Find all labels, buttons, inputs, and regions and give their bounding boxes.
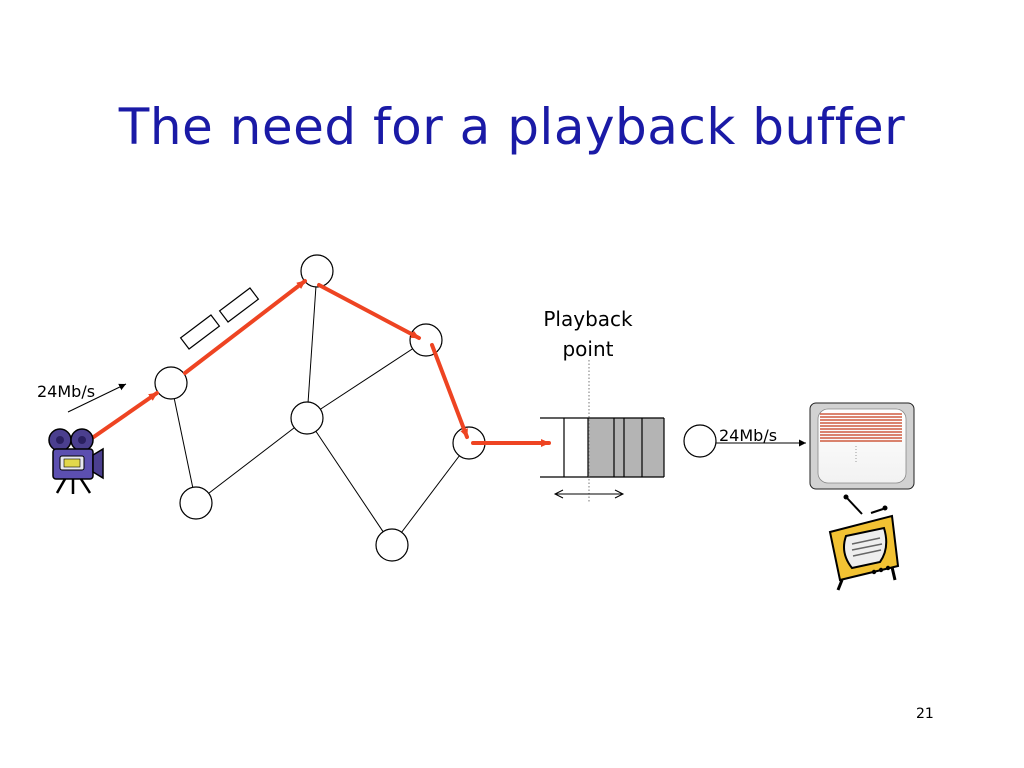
tv-screen-icon xyxy=(809,402,915,490)
playback-point-label-line1: Playback xyxy=(543,307,633,331)
router-node xyxy=(375,528,409,562)
router-node xyxy=(179,486,213,520)
output-server-node xyxy=(683,424,717,458)
link xyxy=(391,442,470,546)
router-node xyxy=(290,401,324,435)
link xyxy=(306,417,393,546)
data-path xyxy=(83,279,551,447)
video-camera-icon xyxy=(48,428,104,494)
link xyxy=(306,270,318,419)
output-rate-label: 24Mb/s xyxy=(719,426,778,445)
path-segment xyxy=(183,279,307,375)
router-node xyxy=(409,323,443,357)
playback-buffer xyxy=(540,417,665,478)
playback-point-label-line2: point xyxy=(562,337,614,361)
path-segment xyxy=(317,283,421,340)
packet xyxy=(179,314,221,350)
page-number: 21 xyxy=(916,706,934,722)
network-nodes xyxy=(154,254,486,562)
slide-title: The need for a playback buffer xyxy=(118,98,906,156)
router-node xyxy=(300,254,334,288)
packet xyxy=(218,287,260,323)
path-segment xyxy=(430,343,469,439)
source-rate-arrow xyxy=(67,383,127,413)
link xyxy=(170,382,197,504)
path-segment xyxy=(83,391,159,445)
router-node xyxy=(154,366,188,400)
network-links xyxy=(170,270,470,546)
link xyxy=(195,417,308,504)
television-icon xyxy=(828,494,900,591)
packets xyxy=(179,287,260,350)
playback-point-label: Playback point xyxy=(530,304,646,364)
link xyxy=(306,339,427,419)
buffer-filled-region xyxy=(588,418,664,477)
playback-range-arrow xyxy=(553,489,625,499)
source-rate-label: 24Mb/s xyxy=(37,382,96,401)
